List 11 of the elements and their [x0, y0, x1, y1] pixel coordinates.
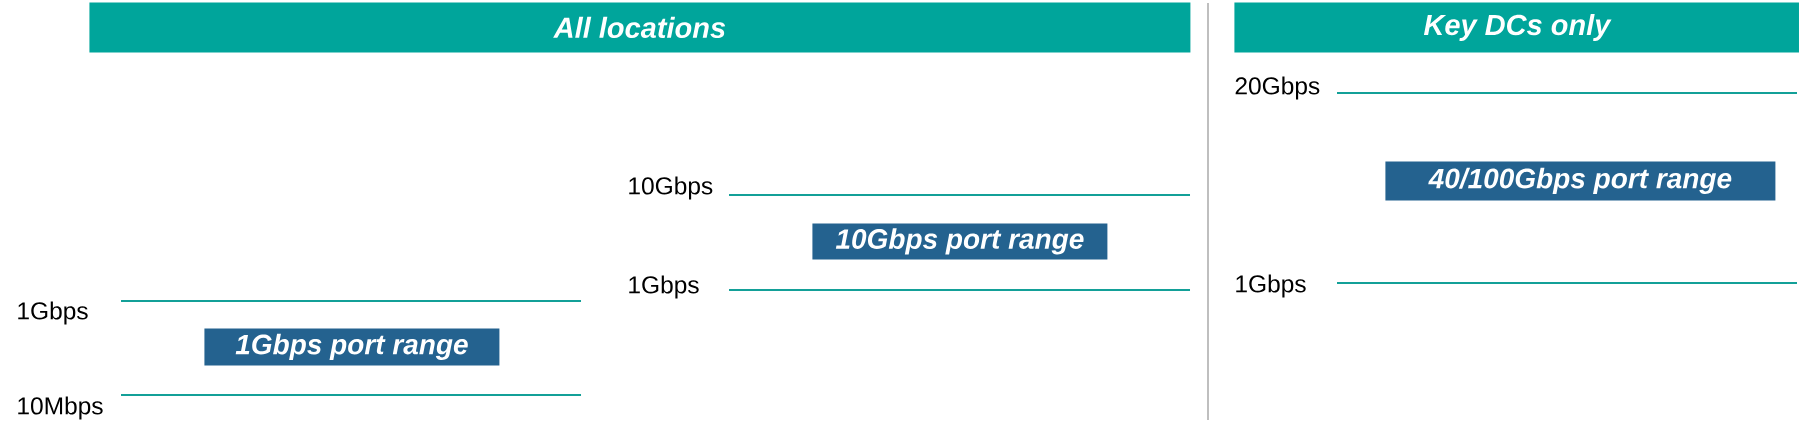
header-band: Key DCs only [1234, 2, 1799, 53]
range-box: 1Gbps port range [204, 328, 500, 366]
range-box: 10Gbps port range [812, 223, 1108, 260]
value-label: 20Gbps [1235, 76, 1320, 100]
range-box: 40/100Gbps port range [1385, 161, 1776, 201]
value-label: 10Mbps [18, 396, 103, 420]
value-label: 1Gbps [629, 275, 699, 299]
value-label: 10Gbps [629, 176, 713, 200]
header-band: All locations [89, 2, 1191, 53]
value-label: 1Gbps [18, 301, 88, 325]
value-label: 1Gbps [1236, 274, 1306, 298]
